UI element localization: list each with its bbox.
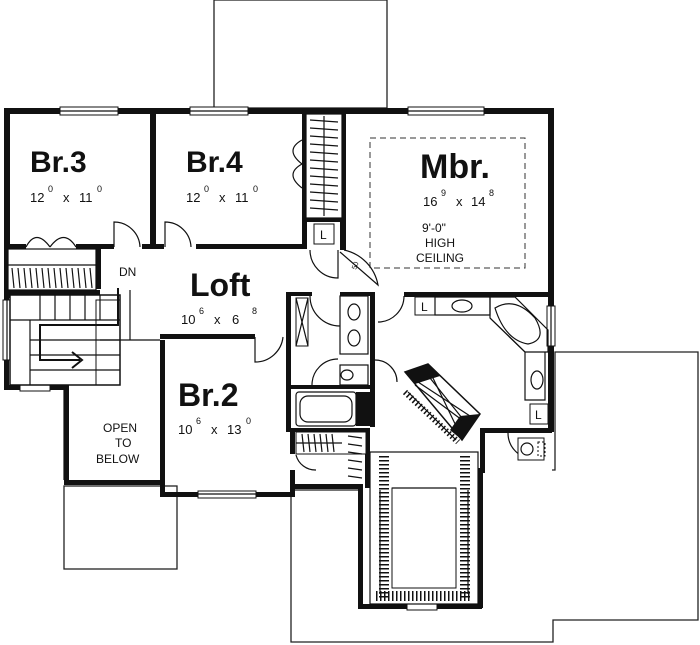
- br4-height-in: 0: [253, 184, 258, 194]
- master-door-marker: 50: [339, 249, 379, 287]
- br4-height: 11: [235, 190, 249, 205]
- br2-width-in: 6: [196, 416, 201, 426]
- open-line-2: TO: [115, 436, 131, 450]
- br3-name: Br.3: [30, 146, 87, 179]
- mbr-height: 14: [471, 194, 485, 209]
- loft-x: x: [214, 312, 221, 327]
- master-closet: [369, 363, 481, 605]
- linen-label-1: L: [320, 228, 327, 242]
- br2-width: 10: [178, 422, 192, 437]
- mbr-name: Mbr.: [420, 148, 490, 186]
- loft-height-in: 8: [252, 306, 257, 316]
- br3-x: x: [63, 190, 70, 205]
- room-br2: Br.2 10 6 x 13 0: [178, 377, 251, 437]
- room-br3: Br.3 12 0 x 11 0: [30, 146, 102, 205]
- hall-bath: [295, 295, 370, 427]
- br2-height-in: 0: [246, 416, 251, 426]
- room-mbr: Mbr. 16 9 x 14 8 9'-0" HIGH CEILING: [416, 148, 494, 265]
- master-bath: L L: [414, 296, 549, 461]
- ceiling-line-1: 9'-0": [422, 221, 446, 235]
- ceiling-line-3: CEILING: [416, 251, 464, 265]
- loft-height: 6: [232, 312, 239, 327]
- br4-width-in: 0: [204, 184, 209, 194]
- br3-height: 11: [79, 190, 93, 205]
- porch-bottom-outline: [63, 485, 178, 570]
- doors: [113, 221, 535, 471]
- mbr-x: x: [456, 194, 463, 209]
- loft-name: Loft: [190, 267, 251, 303]
- linen-label-2: L: [421, 300, 428, 314]
- door-swing-label: 50: [351, 261, 360, 271]
- front-porch-outline: [213, 0, 388, 109]
- loft-width-in: 6: [199, 306, 204, 316]
- br2-name: Br.2: [178, 377, 238, 413]
- loft-width: 10: [181, 312, 195, 327]
- stair-down-label: DN: [119, 265, 136, 279]
- interior-walls: [8, 112, 552, 488]
- br3-height-in: 0: [97, 184, 102, 194]
- high-ceiling-outline: [369, 137, 526, 269]
- ceiling-line-2: HIGH: [425, 236, 455, 250]
- br3-width: 12: [30, 190, 44, 205]
- br2-height: 13: [227, 422, 241, 437]
- br3-closet: [7, 236, 97, 291]
- br4-x: x: [219, 190, 226, 205]
- linen-label-3: L: [535, 408, 542, 422]
- hall-closet: [295, 431, 367, 479]
- br2-x: x: [211, 422, 218, 437]
- open-to-below-label: OPEN TO BELOW: [96, 421, 140, 466]
- open-line-3: BELOW: [96, 452, 140, 466]
- room-br4: Br.4 12 0 x 11 0: [186, 146, 258, 205]
- br4-closet: L: [292, 113, 343, 245]
- svg-text:12: 12: [30, 190, 44, 205]
- room-loft: Loft 10 6 x 6 8: [181, 267, 257, 327]
- open-line-1: OPEN: [103, 421, 137, 435]
- lower-floor-outlines: [63, 0, 699, 643]
- staircase: DN: [9, 265, 160, 386]
- br4-name: Br.4: [186, 146, 243, 179]
- mbr-width-in: 9: [441, 188, 446, 198]
- mbr-height-in: 8: [489, 188, 494, 198]
- br3-width-in: 0: [48, 184, 53, 194]
- br4-width: 12: [186, 190, 200, 205]
- mbr-width: 16: [423, 194, 437, 209]
